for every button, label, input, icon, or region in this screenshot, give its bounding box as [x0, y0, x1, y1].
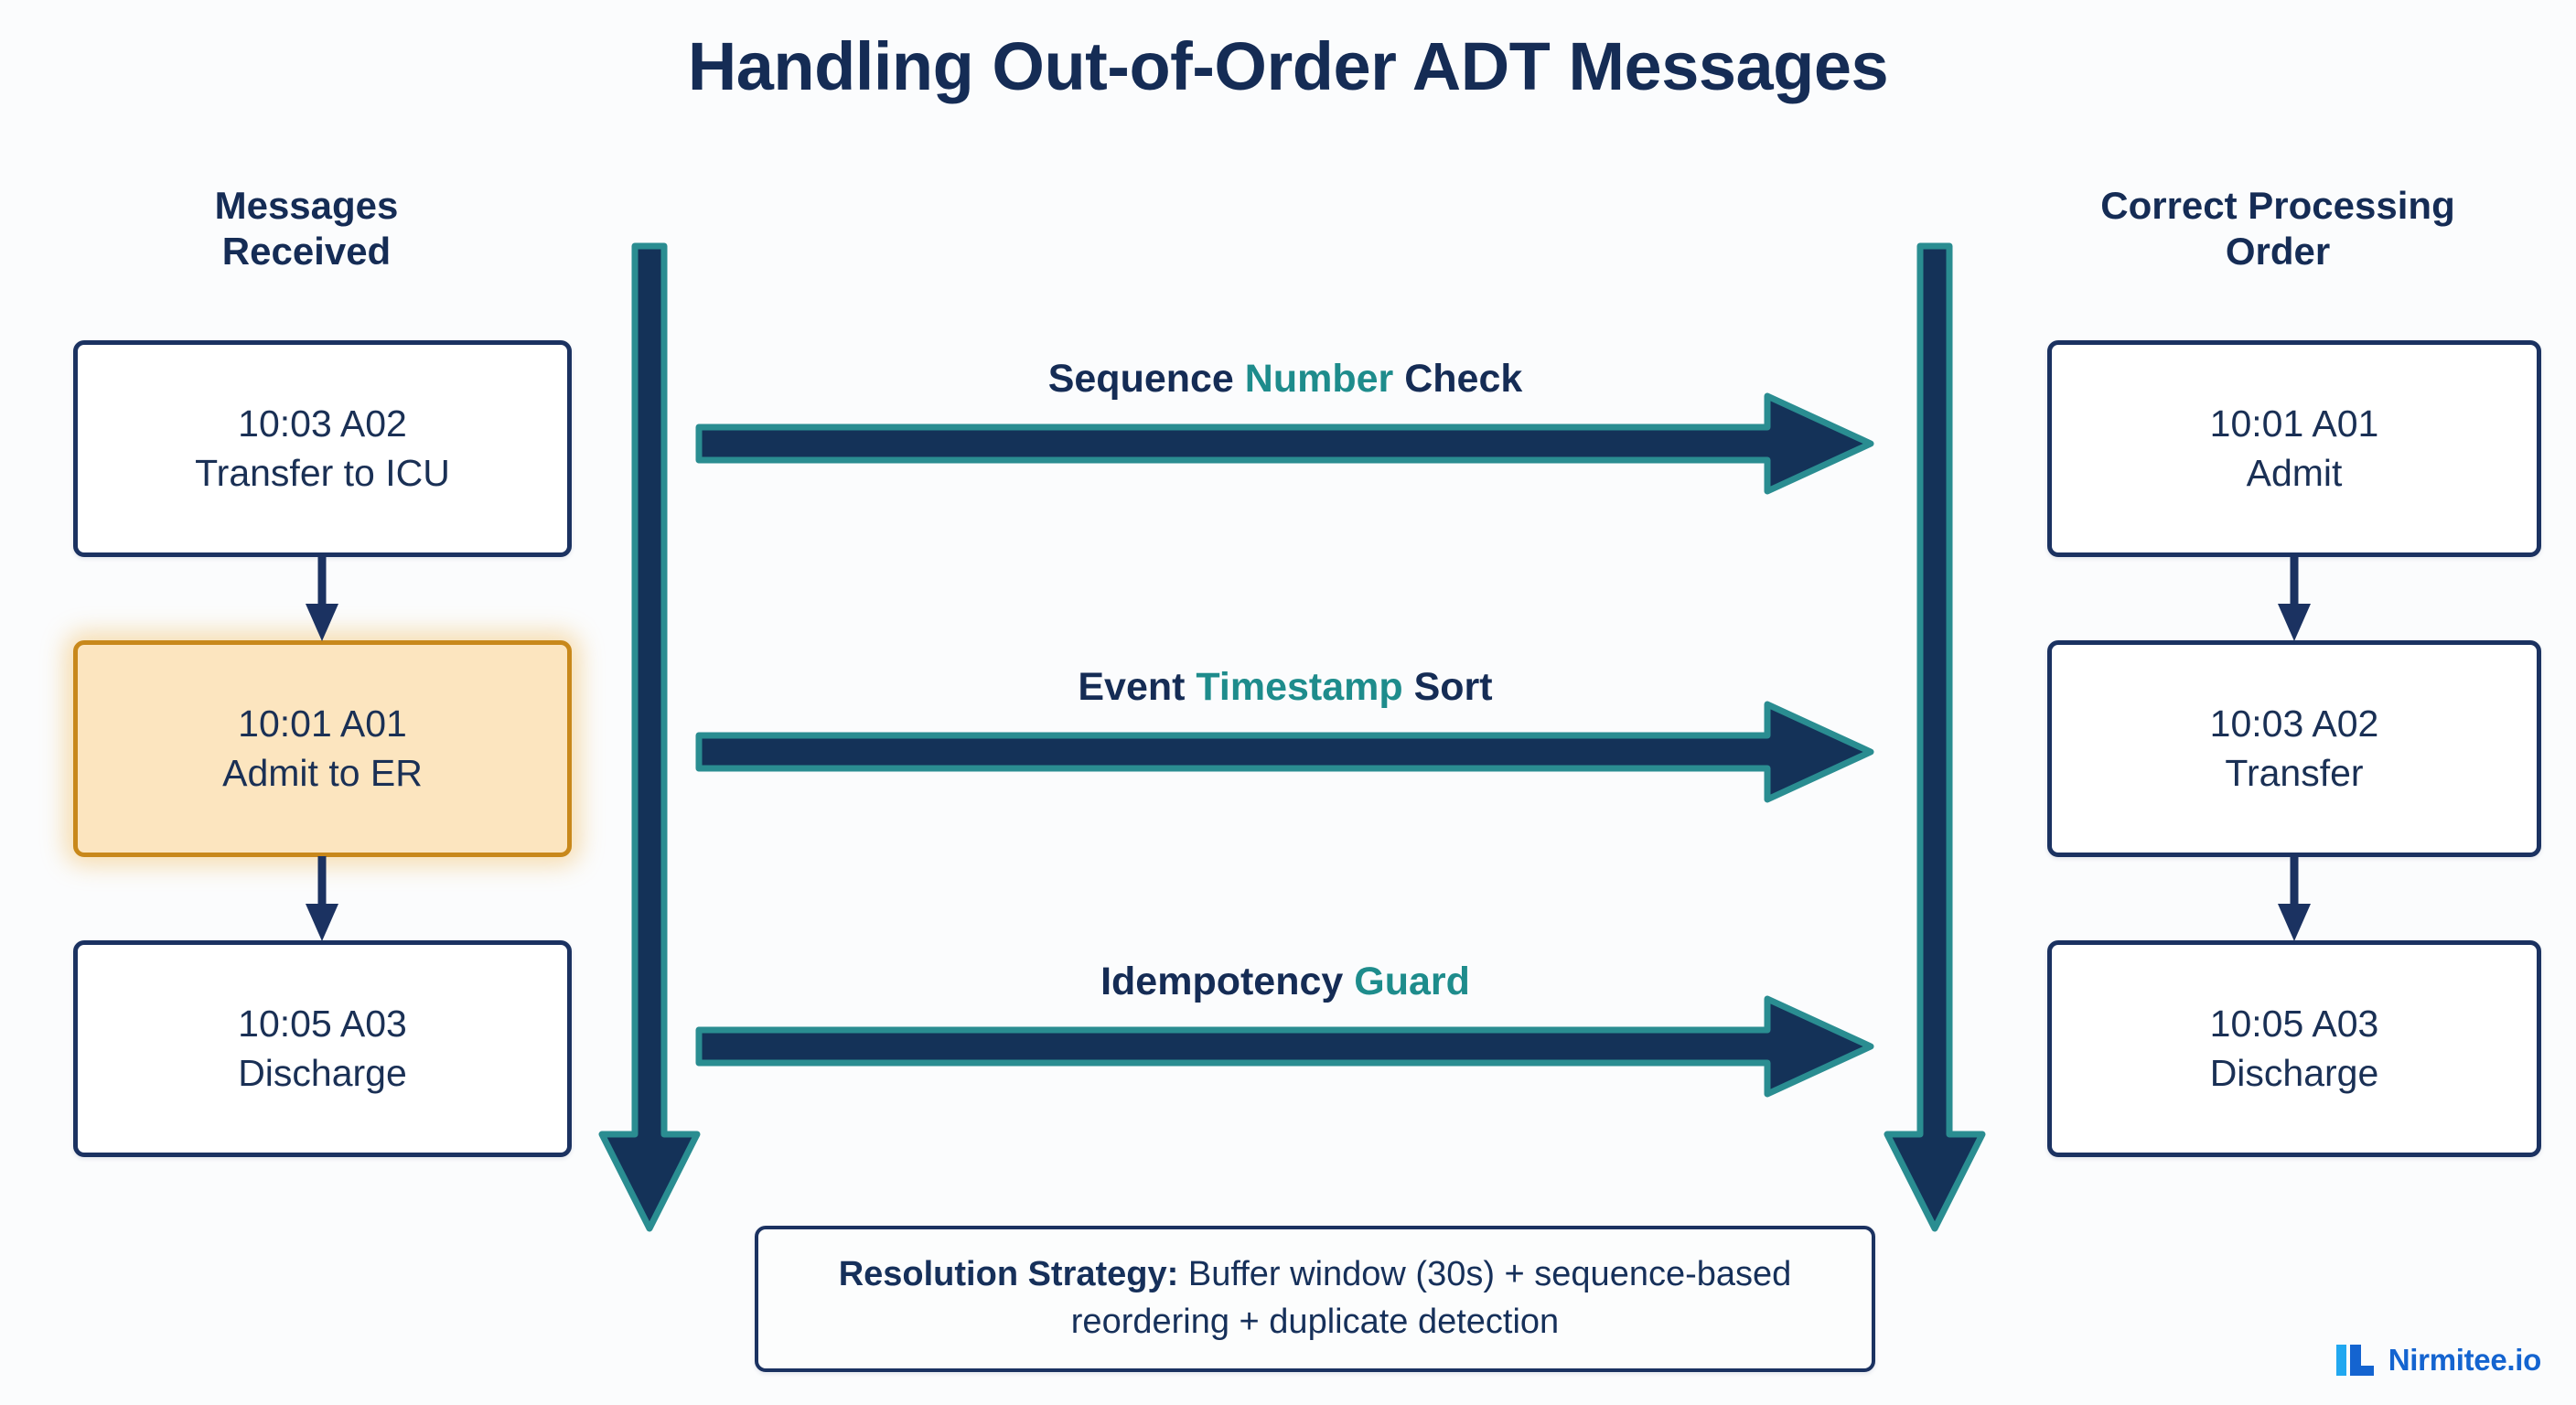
- connector-arrow-left-0-to-1: [301, 556, 343, 643]
- nirmitee-logo-mark: [2335, 1345, 2374, 1376]
- message-node-right-0-description: Admit: [2246, 451, 2343, 494]
- strategy-label-0-suffix: Check: [1393, 357, 1523, 401]
- column-heading-messages-received: Messages Received: [50, 183, 563, 273]
- strategy-label-0-prefix: Sequence: [1047, 357, 1245, 401]
- column-heading-right-line1: Correct Processing: [2100, 184, 2455, 227]
- resolution-strategy-box: Resolution Strategy: Buffer window (30s)…: [755, 1226, 1875, 1372]
- strategy-arrow-1: [695, 697, 1875, 807]
- column-heading-right-line2: Order: [2225, 229, 2331, 273]
- message-node-left-1-description: Admit to ER: [222, 751, 423, 794]
- message-node-right-2[interactable]: 10:05 A03 Discharge: [2047, 940, 2541, 1157]
- brand-logo-text: Nirmitee.io: [2388, 1343, 2542, 1377]
- message-node-left-0-time: 10:03 A02: [238, 402, 407, 445]
- message-node-left-0[interactable]: 10:03 A02 Transfer to ICU: [73, 340, 572, 557]
- strategy-label-1: Event Timestamp Sort: [695, 665, 1875, 710]
- message-node-left-1-highlighted[interactable]: 10:01 A01 Admit to ER: [73, 640, 572, 857]
- message-node-left-2-description: Discharge: [238, 1051, 407, 1094]
- message-node-left-0-description: Transfer to ICU: [195, 451, 450, 494]
- message-node-right-2-description: Discharge: [2209, 1051, 2379, 1094]
- connector-arrow-right-0-to-1: [2273, 556, 2315, 643]
- strategy-arrow-0: [695, 389, 1875, 499]
- strategy-label-2-accent: Guard: [1354, 960, 1470, 1003]
- connector-arrow-right-1-to-2: [2273, 856, 2315, 943]
- connector-arrow-left-1-to-2: [301, 856, 343, 943]
- strategy-label-2: Idempotency Guard: [695, 960, 1875, 1004]
- message-node-right-0[interactable]: 10:01 A01 Admit: [2047, 340, 2541, 557]
- message-node-left-2-time: 10:05 A03: [238, 1003, 407, 1046]
- strategy-label-0-accent: Number: [1244, 357, 1394, 401]
- message-node-right-1[interactable]: 10:03 A02 Transfer: [2047, 640, 2541, 857]
- resolution-strategy-text: Buffer window (30s) + sequence-based reo…: [1070, 1255, 1792, 1341]
- strategy-label-1-suffix: Sort: [1402, 665, 1493, 709]
- strategy-label-0: Sequence Number Check: [695, 357, 1875, 402]
- message-node-right-1-time: 10:03 A02: [2209, 702, 2379, 745]
- brand-logo: Nirmitee.io: [2335, 1341, 2542, 1379]
- strategy-label-2-prefix: Idempotency: [1100, 960, 1355, 1003]
- column-heading-left-line1: Messages: [214, 184, 399, 227]
- strategy-arrow-2: [695, 992, 1875, 1101]
- message-node-left-2[interactable]: 10:05 A03 Discharge: [73, 940, 572, 1157]
- message-node-right-1-description: Transfer: [2225, 751, 2364, 794]
- column-heading-correct-processing-order: Correct Processing Order: [2008, 183, 2548, 273]
- vertical-flow-arrow-right: [1880, 242, 1990, 1239]
- page-title: Handling Out-of-Order ADT Messages: [687, 28, 1889, 104]
- vertical-flow-arrow-left: [595, 242, 704, 1239]
- resolution-strategy-label: Resolution Strategy:: [838, 1255, 1179, 1294]
- strategy-label-1-accent: Timestamp: [1196, 665, 1403, 709]
- strategy-label-1-prefix: Event: [1078, 665, 1197, 709]
- column-heading-left-line2: Received: [221, 229, 392, 273]
- message-node-right-0-time: 10:01 A01: [2209, 402, 2379, 445]
- message-node-right-2-time: 10:05 A03: [2209, 1003, 2379, 1046]
- message-node-left-1-time: 10:01 A01: [238, 702, 407, 745]
